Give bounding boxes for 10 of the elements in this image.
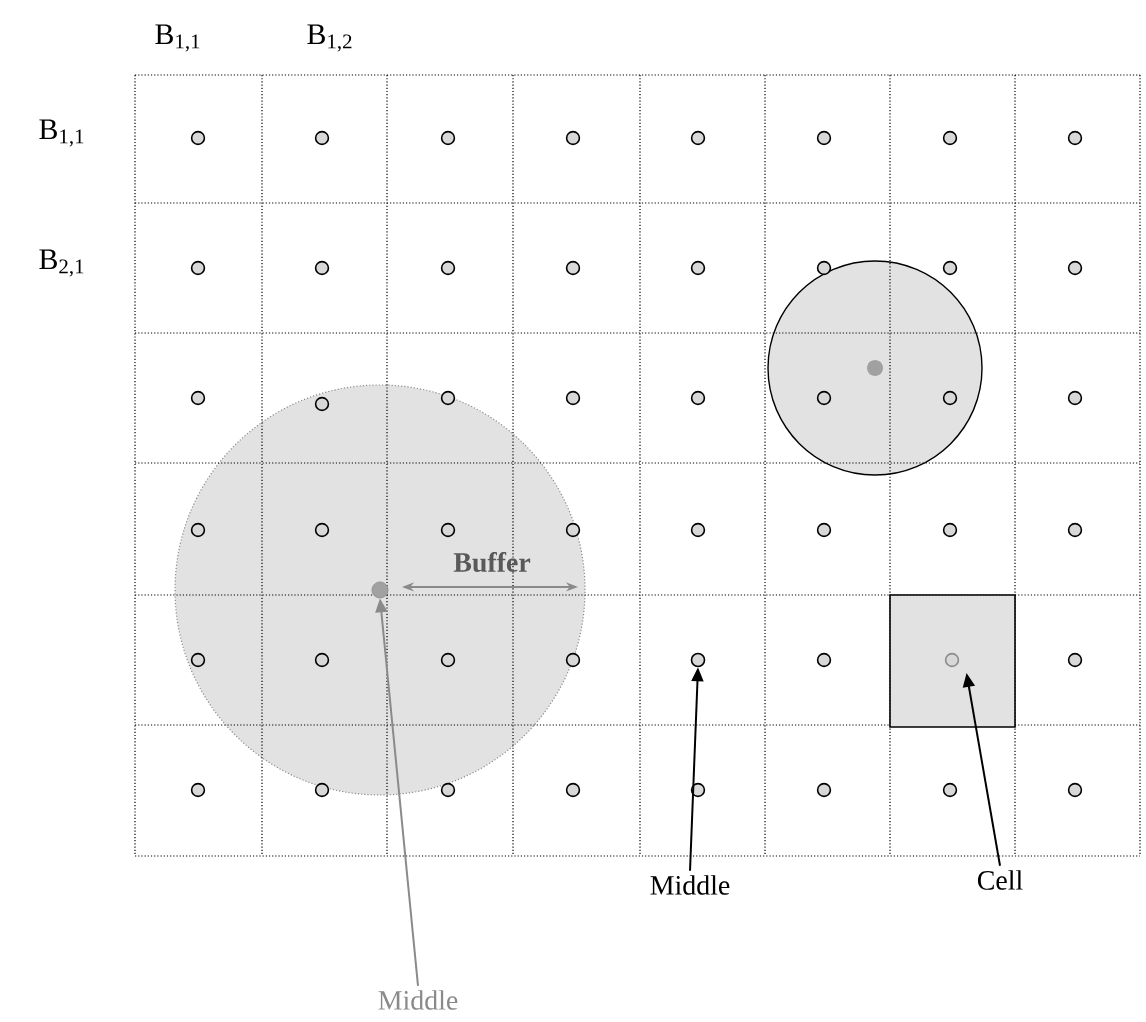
dimension-label: Buffer bbox=[453, 552, 531, 572]
block-label: B$_{2,1}$ bbox=[39, 249, 84, 277]
callout-text: Middle bbox=[650, 875, 730, 895]
block-label: B$_{1,1}$ bbox=[155, 24, 200, 52]
callout-text: Cell bbox=[977, 870, 1023, 890]
block-label: B$_{1,2}$ bbox=[307, 24, 352, 52]
block-label: B$_{1,1}$ bbox=[39, 119, 84, 147]
cell-square bbox=[889, 594, 1016, 728]
centre-dot bbox=[371, 581, 389, 599]
callout-text: Middle bbox=[378, 990, 458, 1010]
